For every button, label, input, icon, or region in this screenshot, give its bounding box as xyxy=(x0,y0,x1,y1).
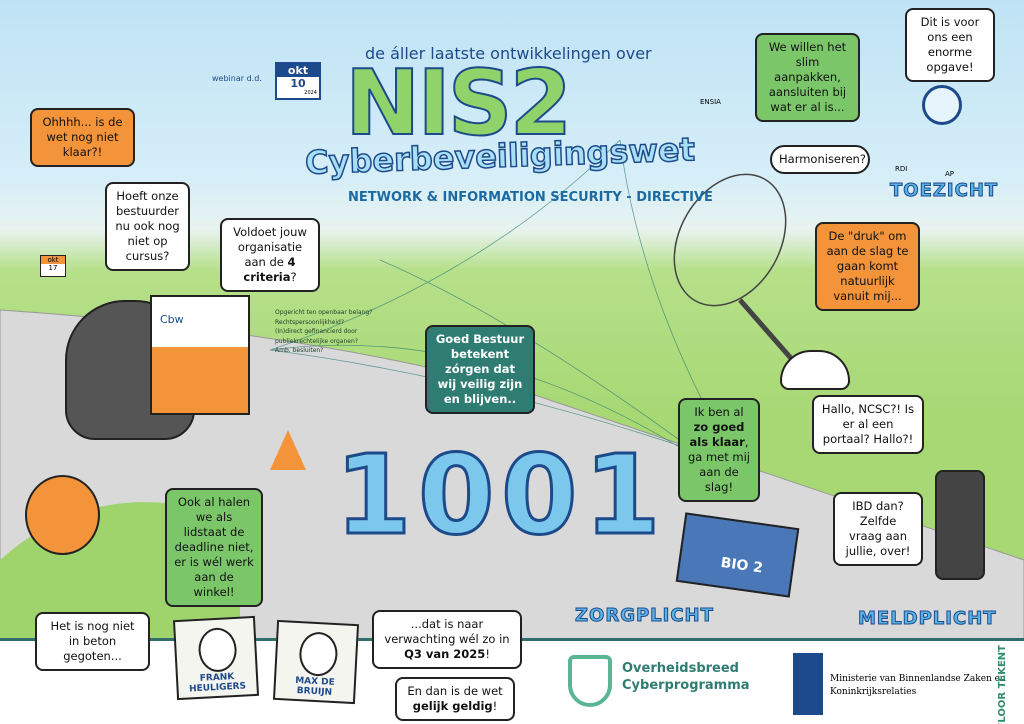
calendar-icon: okt 10 2024 xyxy=(275,62,321,100)
checklist-item: Amb. besluiten? xyxy=(275,347,324,355)
bubble-ibd: IBD dan? Zelfde vraag aan jullie, over! xyxy=(833,492,923,566)
bubble-lidstaat: Ook al halen we als lidstaat de deadline… xyxy=(165,488,263,607)
checklist-item: Opgericht ten openbaar belang? xyxy=(275,309,373,316)
bubble-druk: De "druk" om aan de slag te gaan komt na… xyxy=(815,222,920,311)
ghost-character xyxy=(780,350,850,390)
bubble-zo-goed-als-klaar: Ik ben al zo goed als klaar, ga met mij … xyxy=(678,398,760,502)
bubble-gelijk-geldig: En dan is de wet gelijk geldig! xyxy=(395,677,515,721)
nis2-title: NIS2 xyxy=(344,51,573,156)
cbw-character: Cbw xyxy=(150,295,250,415)
toezicht-label: TOEZICHT xyxy=(889,180,999,202)
digit-1: 1 xyxy=(334,431,414,559)
bubble-slim: We willen het slim aanpakken, aansluiten… xyxy=(755,33,860,122)
zorgplicht-label: ZORGPLICHT xyxy=(575,605,714,627)
subtitle: de áller laatste ontwikkelingen over xyxy=(365,44,652,63)
butterfly-net xyxy=(673,173,787,307)
meldplicht-label: MELDPLICHT xyxy=(858,608,997,630)
calendar-month: okt xyxy=(277,64,319,77)
bubble-criteria: Voldoet jouw organisatie aan de 4 criter… xyxy=(220,218,320,292)
ensia-label: ENSIA xyxy=(700,98,721,106)
bubble-opgave: Dit is voor ons een enorme opgave! xyxy=(905,8,995,82)
magnifier-icon xyxy=(922,85,962,125)
photo-max: MAX DE BRUIJN xyxy=(272,619,360,705)
digit-1: 1 xyxy=(583,431,663,559)
criteria-checklist: Opgericht ten openbaar belang? Rechtsper… xyxy=(275,308,385,356)
ap-label: AP xyxy=(945,170,955,178)
digit-0: 0 xyxy=(500,431,580,559)
bubble-ncsc: Hallo, NCSC?! Is er al een portaal? Hall… xyxy=(812,395,924,454)
walkie-talkie-character xyxy=(935,470,985,580)
checklist-item: (In)direct gefinancierd door publiekrech… xyxy=(275,328,358,345)
bubble-harmoniseren: Harmoniseren? xyxy=(770,145,870,174)
directive-text: NETWORK & INFORMATION SECURITY - DIRECTI… xyxy=(348,190,713,205)
rijksoverheid-logo xyxy=(793,653,823,715)
bubble-verwachting: ...dat is naar verwachting wél zo in Q3 … xyxy=(372,610,522,669)
rdi-label: RDI xyxy=(895,165,908,173)
bubble-bestuurder: Hoeft onze bestuurder nu ook nog niet op… xyxy=(105,182,190,271)
photo-frank: FRANK HEULIGERS xyxy=(172,615,260,701)
ocp-shield-logo xyxy=(568,655,612,707)
bubble-goed-bestuur: Goed Bestuur betekent zórgen dat wij vei… xyxy=(425,325,535,414)
calendar-day: 10 xyxy=(290,77,306,90)
artist-signature: FLOOR TEKENT xyxy=(997,645,1008,724)
bubble-beton: Het is nog niet in beton gegoten... xyxy=(35,612,150,671)
digit-0: 0 xyxy=(417,431,497,559)
calendar-year: 2024 xyxy=(304,90,317,96)
bubble-wet-klaar: Ohhhh... is de wet nog niet klaar?! xyxy=(30,108,135,167)
traffic-cone xyxy=(270,430,306,470)
checklist-item: Rechtspersoonlijkheid? xyxy=(275,318,345,326)
cement-mixer xyxy=(25,475,100,555)
webinar-label: webinar d.d. xyxy=(212,74,262,83)
